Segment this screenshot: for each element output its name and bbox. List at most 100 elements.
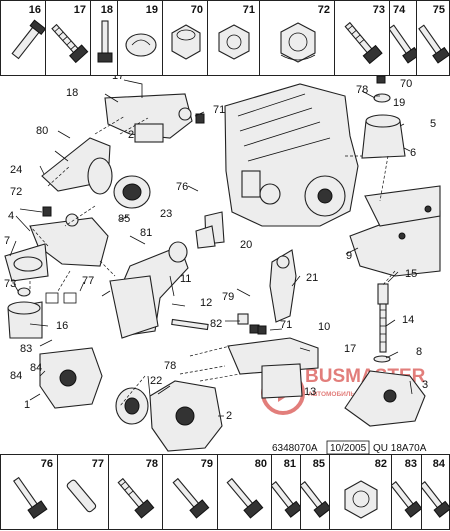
- part-cell-75[interactable]: 75: [416, 0, 450, 76]
- center-mount-parts: [109, 211, 319, 399]
- bottom-parts-strip: 76 77 78 79 80 81 85: [0, 454, 450, 530]
- part-cell-79[interactable]: 79: [162, 454, 218, 530]
- callout-16: 16: [56, 320, 68, 332]
- part-cell-16[interactable]: 16: [0, 0, 47, 76]
- part-number: 74: [393, 4, 406, 16]
- callout-82: 82: [210, 318, 222, 330]
- part-cell-76[interactable]: 76: [0, 454, 58, 530]
- nut-icon: [218, 24, 250, 60]
- callout-72: 72: [10, 186, 22, 198]
- callout-labels: 17 18 71 80 24 72 4 7 73 16 83 84 1 5 70…: [4, 76, 436, 422]
- part-number: 73: [372, 4, 385, 16]
- reference-code: 6348070A: [272, 443, 318, 454]
- callout-13: 13: [304, 386, 316, 398]
- callout-84: 84: [10, 370, 22, 382]
- callout-14: 14: [402, 314, 414, 326]
- callout-76: 76: [176, 181, 188, 193]
- engine-block: [224, 83, 359, 227]
- part-number: 16: [28, 4, 41, 16]
- part-cell-18[interactable]: 18: [90, 0, 118, 76]
- callout-71: 71: [213, 104, 225, 116]
- callout-77: 77: [82, 275, 94, 287]
- part-cell-84[interactable]: 84: [421, 454, 450, 530]
- callout-18: 18: [66, 87, 78, 99]
- callout-2: 2: [226, 410, 232, 422]
- bolt-icon: [344, 21, 383, 65]
- bottom-mount: [115, 380, 223, 452]
- part-cell-70[interactable]: 70: [162, 0, 208, 76]
- callout-3: 3: [422, 379, 428, 391]
- pin-icon: [66, 479, 97, 513]
- part-cell-81[interactable]: 81: [271, 454, 302, 530]
- callout-10: 10: [318, 321, 330, 333]
- part-cell-71[interactable]: 71: [207, 0, 260, 76]
- callout-2b: 2: [128, 129, 134, 141]
- callout-1: 1: [24, 399, 30, 411]
- part-cell-19[interactable]: 19: [117, 0, 163, 76]
- callout-71b: 71: [280, 319, 292, 331]
- bolt-icon: [301, 481, 331, 518]
- part-number: 83: [404, 458, 417, 470]
- callout-83: 83: [20, 343, 32, 355]
- top-parts-strip: 16 17 18 19 70 71 72: [0, 0, 450, 76]
- part-number: 80: [254, 458, 267, 470]
- callout-22: 22: [150, 375, 162, 387]
- callout-85: 85: [118, 213, 130, 225]
- drawing-reference: 6348070A 10/2005 QU 18A70A: [272, 440, 427, 454]
- callout-78b: 78: [164, 360, 176, 372]
- nut-icon: [344, 480, 378, 519]
- callout-78: 78: [356, 84, 368, 96]
- part-cell-83[interactable]: 83: [391, 454, 423, 530]
- part-cell-77[interactable]: 77: [57, 454, 109, 530]
- part-cell-82[interactable]: 82: [329, 454, 392, 530]
- part-number: 75: [432, 4, 445, 16]
- part-number: 19: [145, 4, 158, 16]
- callout-5: 5: [430, 118, 436, 130]
- part-cell-74[interactable]: 74: [389, 0, 418, 76]
- left-lower-mount: [4, 243, 103, 409]
- callout-12: 12: [200, 297, 212, 309]
- callout-70: 70: [400, 78, 412, 90]
- bolt-icon: [392, 481, 423, 518]
- callout-17b: 17: [344, 343, 356, 355]
- callout-17: 17: [112, 76, 124, 82]
- engine-mount-exploded-diagram: BUSMASTER АВТОМОБИЛЬНЫЕ ЗАПЧАСТИ: [4, 76, 441, 454]
- leader-lines: [9, 79, 413, 417]
- part-number: 17: [73, 4, 86, 16]
- callout-73: 73: [4, 278, 16, 290]
- bolt-icon: [117, 477, 155, 519]
- part-number: 71: [242, 4, 255, 16]
- bolt-icon: [272, 481, 302, 518]
- bolt-icon: [422, 481, 450, 518]
- reference-date: 10/2005: [330, 443, 367, 454]
- part-number: 84: [432, 458, 445, 470]
- part-number: 77: [91, 458, 104, 470]
- part-number: 82: [374, 458, 387, 470]
- callout-4: 4: [8, 210, 14, 222]
- part-cell-78[interactable]: 78: [108, 454, 163, 530]
- part-cell-73[interactable]: 73: [334, 0, 390, 76]
- callout-81: 81: [140, 227, 152, 239]
- reference-drawing: QU 18A70A: [373, 443, 427, 454]
- bolt-icon: [172, 477, 210, 519]
- part-cell-80[interactable]: 80: [217, 454, 272, 530]
- callout-23: 23: [160, 208, 172, 220]
- bolt-icon: [51, 23, 89, 64]
- bolt-icon: [390, 24, 418, 64]
- left-upper-mount: [29, 93, 205, 267]
- callout-7: 7: [4, 235, 10, 247]
- callout-9: 9: [346, 250, 352, 262]
- bolt-icon: [226, 477, 264, 519]
- callout-8: 8: [416, 346, 422, 358]
- nut-icon: [171, 24, 201, 60]
- callout-21: 21: [306, 272, 318, 284]
- bolt-icon: [11, 19, 47, 60]
- part-cell-17[interactable]: 17: [45, 0, 91, 76]
- callout-79: 79: [222, 291, 234, 303]
- callout-80: 80: [36, 125, 48, 137]
- part-number: 70: [190, 4, 203, 16]
- part-cell-85[interactable]: 85: [300, 454, 331, 530]
- callout-11: 11: [180, 273, 191, 285]
- part-cell-72[interactable]: 72: [259, 0, 335, 76]
- callout-6: 6: [410, 147, 416, 159]
